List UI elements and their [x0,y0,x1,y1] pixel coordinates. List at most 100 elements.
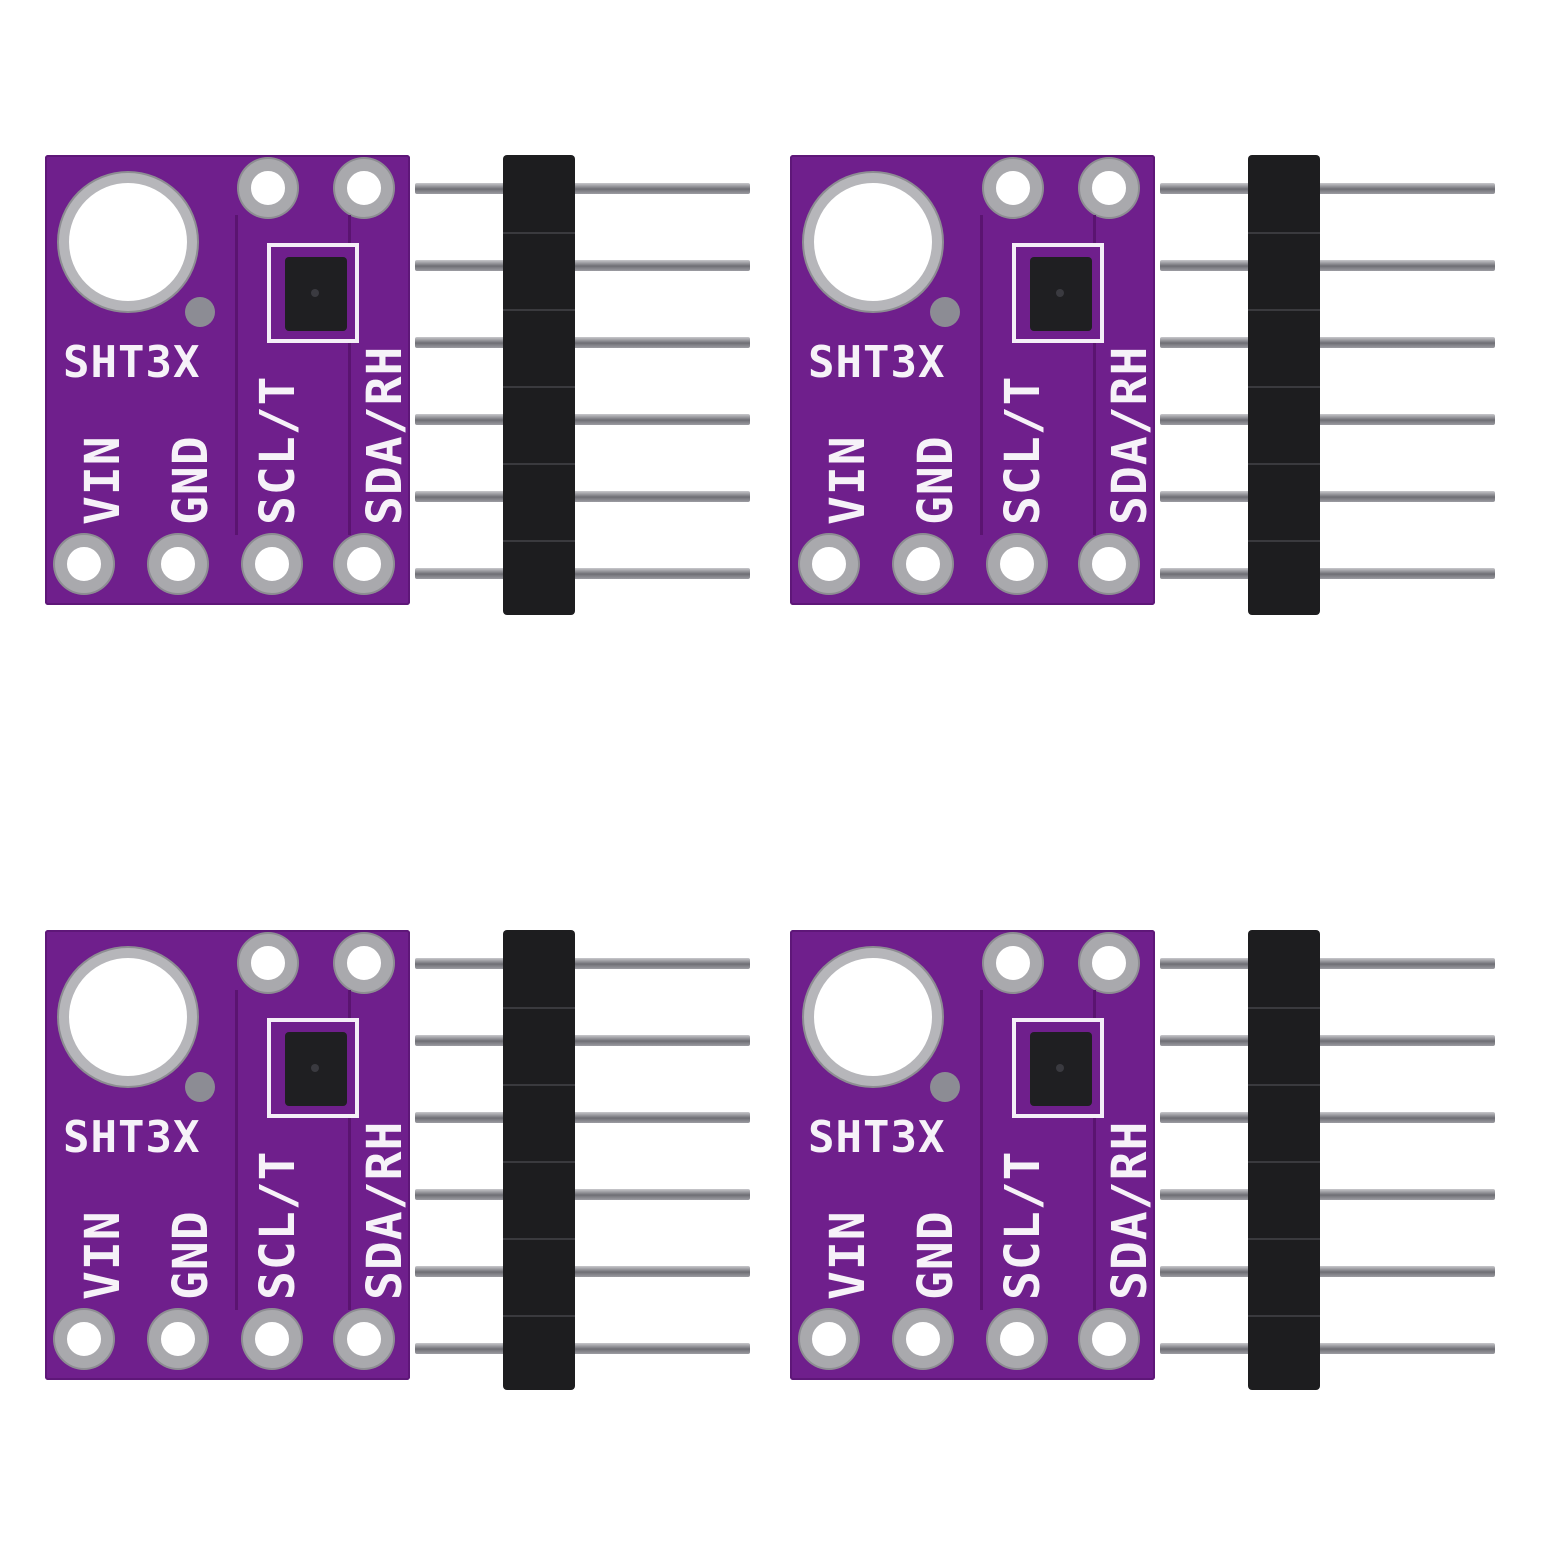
pin-label: VIN [75,435,131,525]
housing-segment [1248,1007,1320,1009]
top-via-hole [335,159,393,217]
pin-header [415,930,795,1390]
header-pin [415,568,750,579]
header-hole [800,535,858,593]
pin-label: GND [908,435,964,525]
pin-label: VIN [820,1210,876,1300]
housing-segment [503,309,575,311]
pin-label: SCL/T [995,375,1051,526]
mounting-hole [59,173,197,311]
housing-segment [503,463,575,465]
header-hole [1080,1310,1138,1368]
housing-segment [503,1007,575,1009]
pin-header [1160,930,1540,1390]
housing-segment [503,540,575,542]
sensor-footprint [1012,1018,1104,1118]
header-hole [55,535,113,593]
header-pin [415,1112,750,1123]
header-pin [415,1189,750,1200]
pin-label: SDA/RH [357,345,413,525]
header-pin [1160,1266,1495,1277]
top-via-hole [239,934,297,992]
mounting-hole [804,173,942,311]
header-pin [415,183,750,194]
header-hole [243,535,301,593]
pin-label: SDA/RH [357,1120,413,1300]
sensor-footprint [267,1018,359,1118]
header-pin [1160,414,1495,425]
header-housing [1248,155,1320,615]
housing-segment [503,232,575,234]
header-hole [149,1310,207,1368]
top-via-hole [335,934,393,992]
pin-header [415,155,795,615]
mounting-hole [59,948,197,1086]
header-hole [894,1310,952,1368]
header-hole [800,1310,858,1368]
top-via-hole [984,934,1042,992]
header-hole [149,535,207,593]
header-pin [415,1343,750,1354]
top-via-hole [1080,934,1138,992]
housing-segment [1248,1315,1320,1317]
test-pad [930,297,960,327]
header-hole [1080,535,1138,593]
housing-segment [503,1315,575,1317]
housing-segment [1248,1161,1320,1163]
board-title: SHT3X [808,1112,946,1163]
header-pin [1160,491,1495,502]
header-pin [1160,1112,1495,1123]
header-pin [415,414,750,425]
sht3x-sensor-chip [285,1032,347,1106]
sht3x-sensor-chip [285,257,347,331]
header-hole [335,1310,393,1368]
pin-label: GND [908,1210,964,1300]
header-hole [55,1310,113,1368]
pcb-trace [980,215,1096,535]
pcb-trace [235,990,351,1310]
pin-label: SCL/T [995,1150,1051,1301]
header-hole [894,535,952,593]
header-pin [1160,183,1495,194]
test-pad [185,1072,215,1102]
board-title: SHT3X [63,337,201,388]
pin-label: GND [163,435,219,525]
housing-segment [1248,540,1320,542]
header-pin [1160,337,1495,348]
header-pin [1160,260,1495,271]
header-pin [1160,1035,1495,1046]
board-title: SHT3X [808,337,946,388]
pin-label: VIN [820,435,876,525]
header-pin [415,337,750,348]
pcb-trace [235,215,351,535]
test-pad [185,297,215,327]
top-via-hole [1080,159,1138,217]
header-pin [415,1266,750,1277]
pin-label: SDA/RH [1102,345,1158,525]
sht3x-sensor-chip [1030,1032,1092,1106]
header-hole [988,1310,1046,1368]
pcb-trace [980,990,1096,1310]
header-pin [415,260,750,271]
pin-header [1160,155,1540,615]
pin-label: SCL/T [250,1150,306,1301]
mounting-hole [804,948,942,1086]
top-via-hole [984,159,1042,217]
housing-segment [1248,463,1320,465]
header-housing [503,930,575,1390]
housing-segment [1248,1238,1320,1240]
header-pin [415,491,750,502]
sensor-footprint [1012,243,1104,343]
header-hole [243,1310,301,1368]
test-pad [930,1072,960,1102]
housing-segment [1248,386,1320,388]
pin-label: VIN [75,1210,131,1300]
sht3x-breakout-board: SHT3X VIN GND SCL/T SDA/RH [790,155,1158,605]
sensor-kit: SHT3X VIN GND SCL/T SDA/RH [790,155,1543,625]
top-via-hole [239,159,297,217]
